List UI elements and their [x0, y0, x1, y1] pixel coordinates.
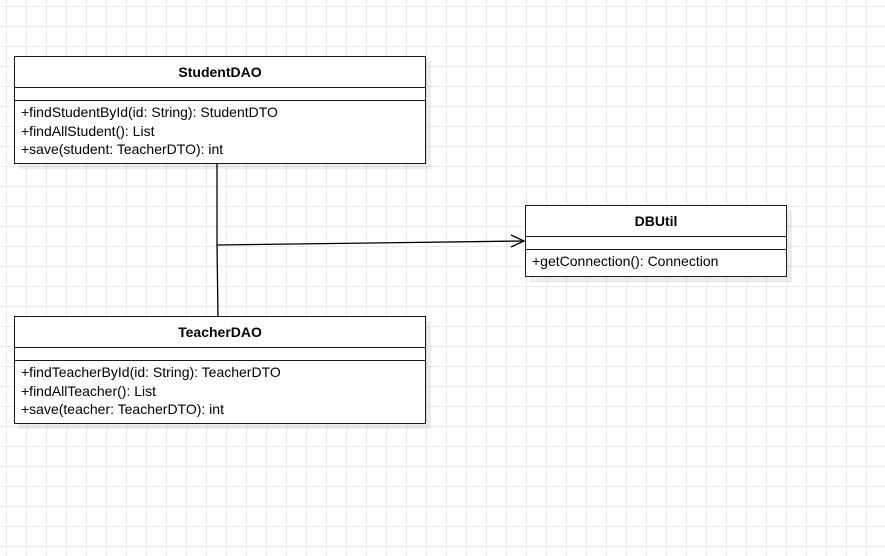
teacher-connector [216, 244, 219, 317]
operation: +save(student: TeacherDTO): int [21, 141, 224, 158]
class-teacherdao-operations: +findTeacherById(id: String): TeacherDTO… [15, 361, 425, 421]
class-dbutil-operations: +getConnection(): Connection [526, 250, 786, 273]
class-dbutil-name: DBUtil [526, 206, 786, 237]
class-studentdao-operations: +findStudentById(id: String): StudentDTO… [15, 101, 425, 161]
dbutil-arrowhead [510, 234, 526, 248]
dbutil-arrow-line [216, 240, 525, 246]
operation: +save(teacher: TeacherDTO): int [21, 401, 224, 418]
class-teacherdao-name: TeacherDAO [15, 317, 425, 348]
class-teacherdao-attributes [15, 348, 425, 361]
class-dbutil[interactable]: DBUtil +getConnection(): Connection [525, 205, 787, 277]
class-teacherdao[interactable]: TeacherDAO +findTeacherById(id: String):… [14, 316, 426, 424]
class-studentdao-attributes [15, 88, 425, 101]
class-dbutil-attributes [526, 237, 786, 250]
operation: +getConnection(): Connection [532, 253, 719, 269]
operation: +findAllTeacher(): List [21, 382, 157, 399]
operation: +findStudentById(id: String): StudentDTO [21, 104, 278, 120]
class-studentdao[interactable]: StudentDAO +findStudentById(id: String):… [14, 56, 426, 164]
class-studentdao-name: StudentDAO [15, 57, 425, 88]
operation: +findAllStudent(): List [21, 122, 155, 139]
operation: +findTeacherById(id: String): TeacherDTO [21, 364, 281, 380]
